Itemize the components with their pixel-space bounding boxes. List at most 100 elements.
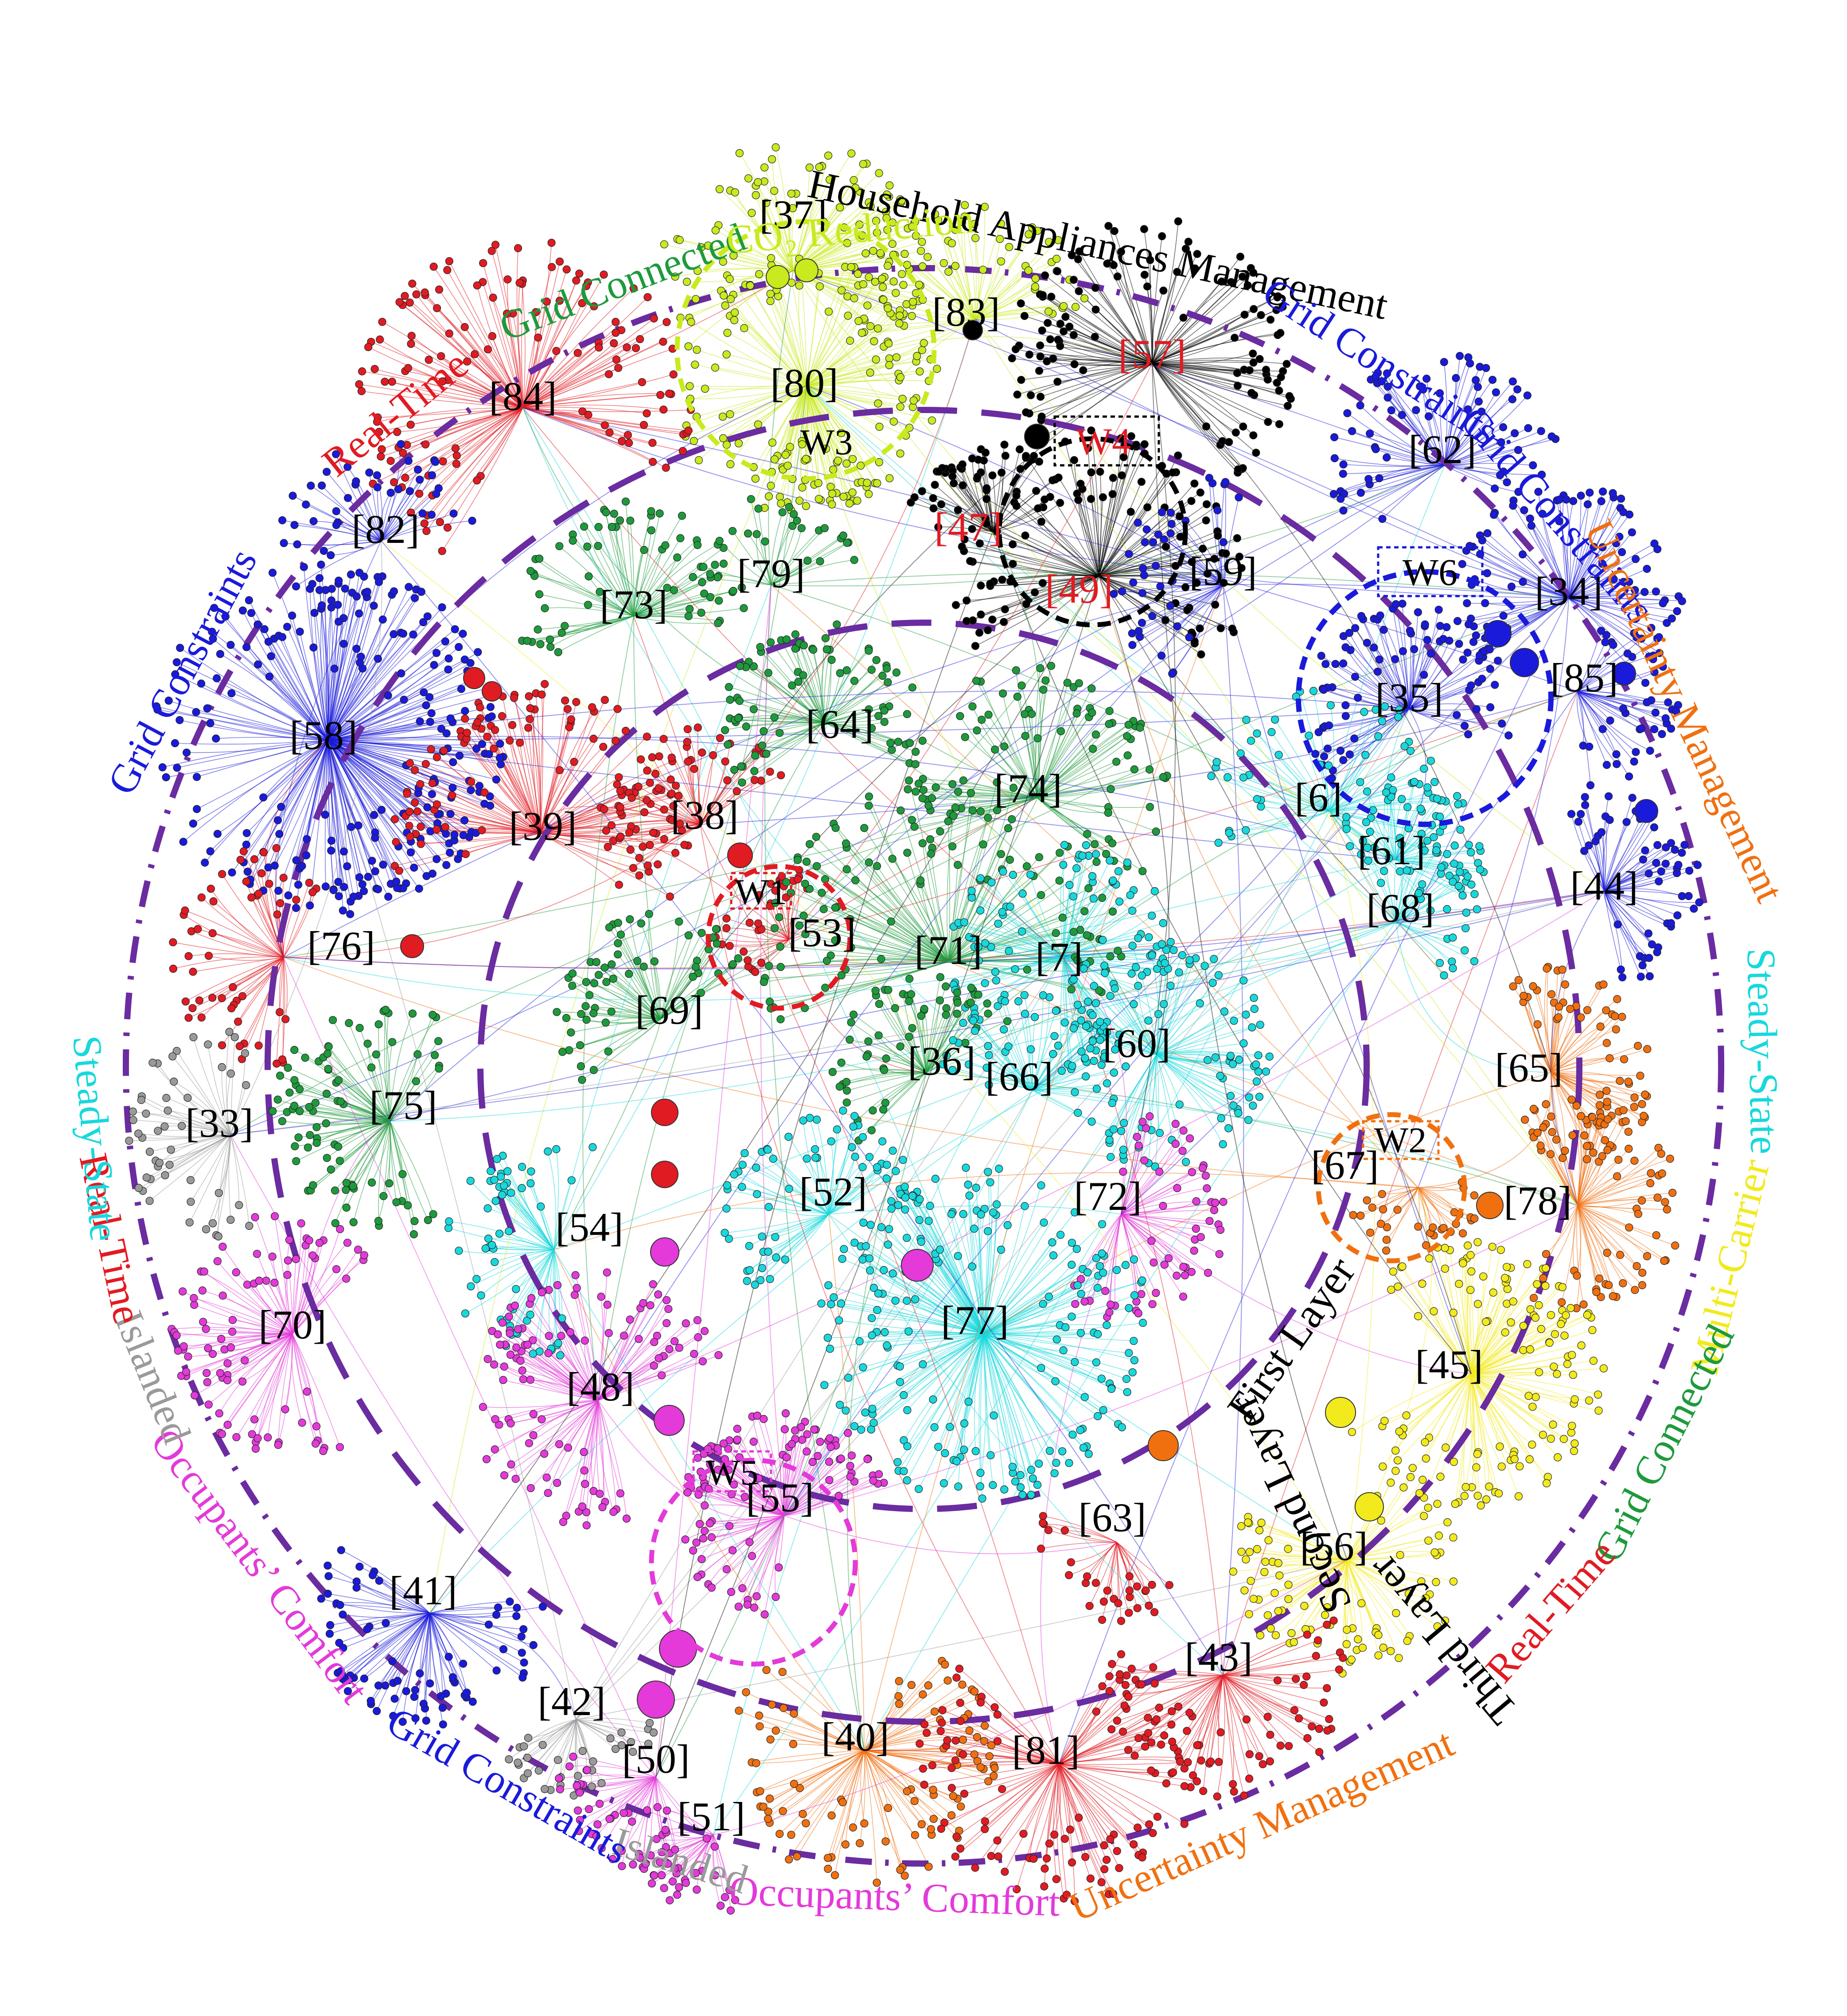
paper-node <box>1144 283 1151 290</box>
citation-edge <box>395 1613 430 1699</box>
paper-node <box>1275 421 1283 428</box>
citation-edge <box>426 408 523 531</box>
citation-edge <box>522 1188 554 1250</box>
paper-node <box>904 261 911 269</box>
paper-node <box>859 160 867 168</box>
paper-node <box>858 329 866 337</box>
paper-node <box>900 281 907 289</box>
paper-node <box>892 289 900 297</box>
paper-node <box>1070 331 1077 339</box>
paper-node <box>768 156 776 163</box>
paper-node <box>786 443 794 451</box>
paper-node <box>924 253 931 261</box>
paper-node <box>767 297 774 305</box>
paper-node <box>1234 382 1241 390</box>
citation-edge <box>806 1751 864 1823</box>
paper-node <box>854 270 861 277</box>
paper-node <box>1091 284 1099 292</box>
paper-node <box>897 374 904 381</box>
paper-node <box>756 270 763 278</box>
paper-node <box>1234 466 1242 473</box>
citation-edge <box>1059 1764 1138 1855</box>
paper-node <box>860 281 867 288</box>
cross-edge <box>784 1516 1117 1554</box>
paper-node <box>1072 303 1079 311</box>
paper-node <box>1081 295 1088 302</box>
paper-node <box>771 456 779 463</box>
paper-node <box>1062 313 1069 321</box>
paper-node <box>723 351 730 358</box>
paper-node <box>884 262 892 269</box>
paper-node <box>1039 291 1047 299</box>
paper-node <box>853 497 861 504</box>
paper-node <box>772 144 779 151</box>
citation-edge <box>1578 1205 1667 1209</box>
paper-node <box>1060 302 1068 310</box>
paper-node <box>720 292 728 299</box>
paper-node <box>1008 355 1016 362</box>
paper-node <box>872 356 880 363</box>
paper-node <box>687 318 695 326</box>
paper-node <box>855 317 862 325</box>
paper-node <box>1038 327 1046 334</box>
paper-node <box>693 346 701 354</box>
paper-node <box>867 323 874 330</box>
paper-node <box>1241 311 1248 319</box>
paper-node <box>690 437 697 445</box>
paper-node <box>880 296 887 304</box>
paper-node <box>1174 218 1182 225</box>
paper-node <box>865 273 873 281</box>
paper-node <box>849 489 856 496</box>
citation-edge <box>789 1751 864 1860</box>
paper-node <box>825 152 832 160</box>
paper-node <box>847 263 855 271</box>
paper-node <box>1277 329 1284 337</box>
paper-node <box>838 287 846 294</box>
paper-node <box>1047 335 1054 343</box>
paper-node <box>945 268 952 276</box>
paper-node <box>998 257 1005 265</box>
paper-node <box>777 500 785 507</box>
paper-node <box>844 292 851 300</box>
cross-edge <box>984 1072 1551 1334</box>
paper-node <box>1252 449 1260 456</box>
paper-node <box>1250 432 1257 439</box>
paper-node <box>740 324 748 332</box>
paper-node <box>885 361 893 369</box>
paper-node <box>1066 323 1073 331</box>
paper-node <box>874 400 882 407</box>
paper-node <box>848 150 855 157</box>
paper-node <box>830 466 837 473</box>
paper-node <box>695 456 703 464</box>
paper-node <box>876 423 883 431</box>
paper-node <box>736 149 743 157</box>
paper-node <box>1092 306 1099 313</box>
paper-node <box>1286 392 1293 400</box>
paper-node <box>1037 393 1044 401</box>
paper-node <box>719 413 727 421</box>
paper-node <box>850 295 858 302</box>
paper-node <box>701 385 709 393</box>
paper-node <box>933 365 941 373</box>
paper-node <box>920 339 927 347</box>
paper-node <box>909 298 917 306</box>
paper-node <box>726 275 733 283</box>
paper-node <box>1022 409 1030 416</box>
citation-edge <box>984 1334 1098 1416</box>
paper-node <box>1180 314 1187 321</box>
paper-node <box>731 309 739 316</box>
citation-edge <box>1041 1542 1117 1549</box>
paper-node <box>1049 355 1057 363</box>
paper-node <box>1231 334 1239 342</box>
paper-node <box>919 263 926 270</box>
paper-node <box>799 484 806 491</box>
paper-node <box>890 278 897 285</box>
paper-node <box>827 483 834 491</box>
paper-node <box>896 450 904 457</box>
paper-node <box>1203 423 1210 430</box>
paper-node <box>1070 276 1078 284</box>
paper-node <box>857 462 865 469</box>
paper-node <box>727 460 734 468</box>
paper-node <box>1091 333 1099 341</box>
